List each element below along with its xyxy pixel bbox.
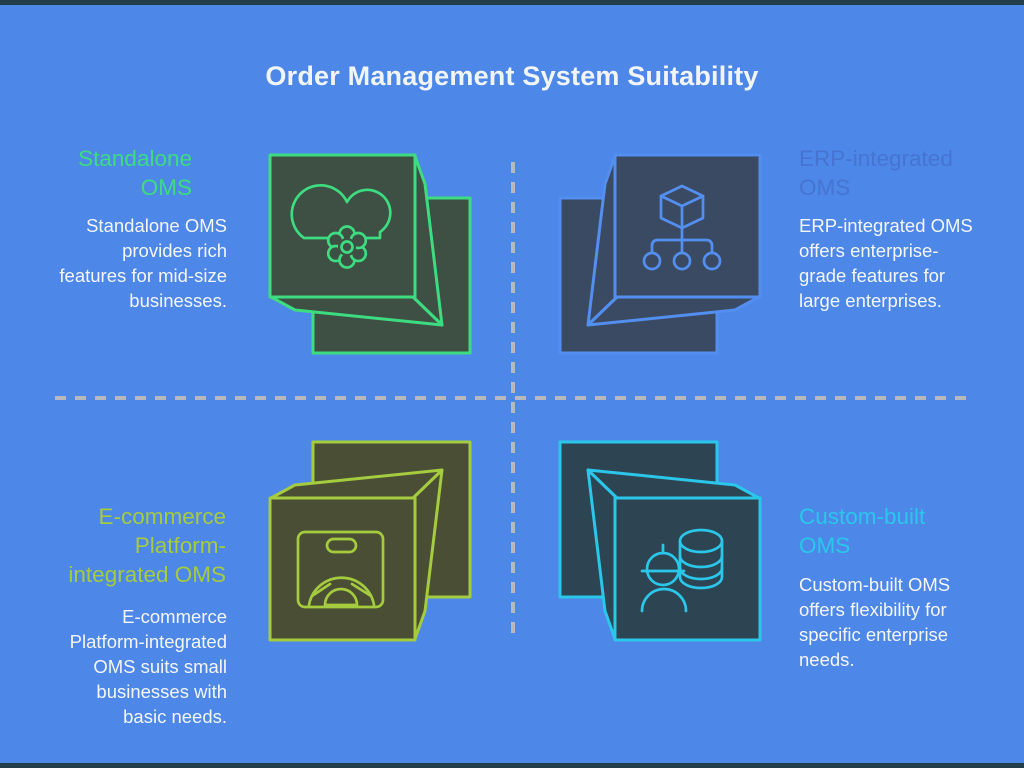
quadrant-title: Standalone OMS [78,146,192,200]
page-title: Order Management System Suitability [265,61,759,91]
cube-hierarchy-icon [642,184,722,271]
cube-shell [558,440,762,642]
quadrant-description: E-commerce Platform-integrated OMS suits… [69,606,227,727]
bottom-edge-bar [0,763,1024,768]
cube-illustration-standalone [255,140,485,370]
cube-illustration-custom [545,425,775,655]
quadrant-description: Standalone OMS provides rich features fo… [59,215,227,311]
vertical-dashed-divider [511,162,515,635]
horizontal-dashed-divider [55,396,966,400]
cube-illustration-erp [545,140,775,370]
quadrant-title: E-commerce Platform- integrated OMS [68,504,226,587]
cloud-gear-icon [290,184,392,269]
quadrant-description: ERP-integrated OMS offers enterprise- gr… [799,215,973,311]
quadrant-title: Custom-built OMS [799,504,926,558]
cube-illustration-ecommerce [255,425,485,655]
cube-shell [268,440,472,642]
quadrant-title: ERP-integrated OMS [799,146,953,200]
box-gauge-icon [296,530,385,609]
quadrant-description: Custom-built OMS offers flexibility for … [799,574,951,670]
engineer-database-icon [640,528,724,613]
cube-shell [268,153,472,355]
top-edge-bar [0,0,1024,5]
